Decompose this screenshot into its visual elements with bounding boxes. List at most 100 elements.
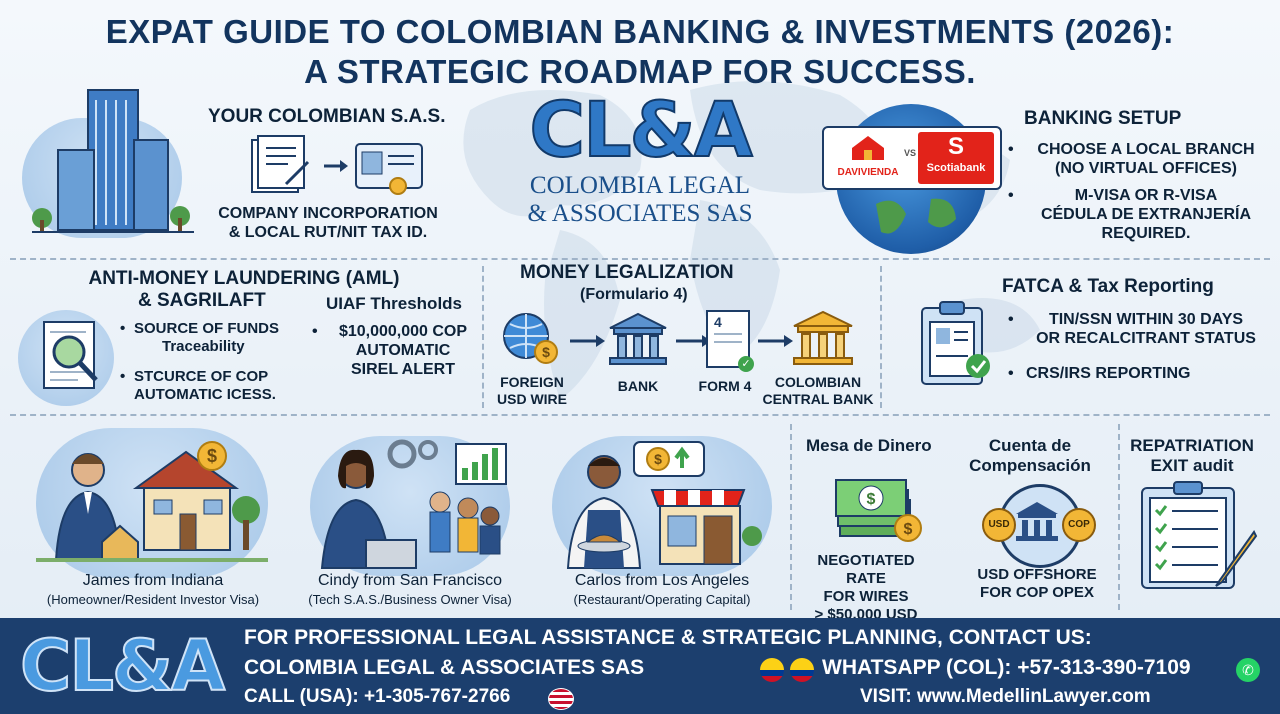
office-building-icon: [32, 89, 194, 233]
svg-text:$: $: [542, 344, 550, 360]
step-1-label: FOREIGN USD WIRE: [492, 374, 572, 408]
bank2-name: Scotiabank: [926, 162, 986, 174]
usd-coin-icon: USD: [982, 508, 1016, 542]
uiaf-bullets: $10,000,000 COP AUTOMATIC SIREL ALERT: [310, 322, 480, 379]
svg-text:$: $: [904, 521, 913, 538]
banking-bullet-2-line-2: CÉDULA DE EXTRANJERÍA: [1040, 206, 1252, 223]
logo-name-line-1: COLOMBIA LEGAL: [529, 172, 751, 199]
persona-james-name: James from Indiana: [82, 572, 224, 589]
sas-line-1: COMPANY INCORPORATION: [218, 205, 438, 222]
uiaf-line-1: $10,000,000 COP: [338, 323, 468, 340]
usa-flag-icon: [548, 688, 574, 710]
aml-bullet-2-line-2: AUTOMATIC ICESS.: [134, 386, 276, 403]
uiaf-heading: UIAF Thresholds: [326, 294, 463, 313]
repatriation-heading: REPATRIATION EXIT audit: [1122, 436, 1262, 476]
fatca-bullet-1-line-2: OR RECALCITRANT STATUS: [1036, 330, 1256, 347]
banking-bullet-1-line-1: CHOOSE A LOCAL BRANCH: [1037, 141, 1255, 158]
divider-row-1: [10, 258, 1270, 260]
colombia-flag-icon: [790, 658, 814, 682]
fatca-heading: FATCA & Tax Reporting: [1002, 276, 1214, 297]
footer-contact-bar: CL&A FOR PROFESSIONAL LEGAL ASSISTANCE &…: [0, 618, 1280, 714]
persona-carlos-name: Carlos from Los Angeles: [574, 572, 750, 589]
form-4-icon-number: 4: [714, 314, 722, 330]
compensacion-heading-line-1: Cuenta de: [988, 436, 1072, 455]
house-icon: [852, 136, 884, 160]
svg-text:$: $: [654, 451, 662, 467]
compensacion-line-1: USD OFFSHORE: [977, 566, 1097, 583]
banking-heading: BANKING SETUP: [1024, 108, 1182, 129]
aml-bullet-1-line-2: Traceability: [162, 338, 245, 355]
uiaf-line-2: AUTOMATIC: [355, 342, 451, 359]
mesa-line-2: FOR WIRES: [823, 588, 909, 605]
compensacion-description: USD OFFSHORE FOR COP OPEX: [962, 566, 1112, 602]
footer-call-usa[interactable]: CALL (USA): +1-305-767-2766: [244, 686, 511, 707]
svg-text:$: $: [867, 491, 876, 508]
step-3-label: FORM 4: [698, 378, 752, 394]
footer-whatsapp[interactable]: WHATSAPP (COL): +57-313-390-7109: [822, 656, 1191, 679]
step-4-label: COLOMBIAN CENTRAL BANK: [760, 374, 876, 408]
globe-coin-icon: $: [503, 313, 558, 364]
carlos-restaurant-illustration: $: [566, 441, 762, 569]
bank-comparison-card: DAVIVIENDA VS S Scotiabank: [822, 126, 1002, 190]
cindy-tech-illustration: [320, 439, 507, 569]
mesa-description: NEGOTIATED RATE FOR WIRES > $50,000 USD: [796, 552, 936, 624]
aml-heading-line-2: & SAGRILAFT: [138, 290, 266, 311]
bank-building-icon: [609, 312, 667, 365]
mesa-line-1: NEGOTIATED RATE: [817, 552, 915, 587]
title-line-1: EXPAT GUIDE TO COLOMBIAN BANKING & INVES…: [105, 13, 1175, 50]
form-4-icon: 4 ✓: [706, 310, 754, 372]
persona-cindy-name: Cindy from San Francisco: [317, 572, 503, 589]
cash-stack-icon: $ $: [835, 479, 922, 542]
arrow-right-icon: [758, 335, 793, 347]
colombia-flag-icon: [760, 658, 784, 682]
vs-label: VS: [904, 148, 917, 158]
svg-text:$: $: [207, 446, 217, 466]
sas-heading: YOUR COLOMBIAN S.A.S.: [208, 106, 446, 127]
uiaf-line-3: SIREL ALERT: [350, 361, 455, 378]
scotiabank-logo: S Scotiabank: [918, 132, 994, 184]
fatca-bullet-1: TIN/SSN WITHIN 30 DAYS OR RECALCITRANT ST…: [1006, 310, 1270, 348]
central-bank-icon: [793, 310, 853, 365]
divider-compensacion-repatriation: [1118, 424, 1120, 610]
fatca-bullet-1-line-1: TIN/SSN WITHIN 30 DAYS: [1048, 311, 1244, 328]
step-1-line-1: FOREIGN: [500, 374, 564, 390]
whatsapp-icon: ✆: [1236, 658, 1260, 682]
uiaf-bullet-1: $10,000,000 COP AUTOMATIC SIREL ALERT: [310, 322, 480, 379]
persona-carlos-desc: (Restaurant/Operating Capital): [573, 592, 751, 607]
fatca-bullet-2: CRS/IRS REPORTING: [1006, 364, 1270, 383]
footer-company-name: COLOMBIA LEGAL & ASSOCIATES SAS: [244, 656, 645, 679]
globe-continents: [876, 198, 956, 234]
compensacion-line-2: FOR COP OPEX: [980, 584, 1094, 601]
sas-line-2: & LOCAL RUT/NIT TAX ID.: [228, 224, 428, 241]
sas-description: COMPANY INCORPORATION & LOCAL RUT/NIT TA…: [196, 204, 460, 242]
footer-website[interactable]: VISIT: www.MedellinLawyer.com: [860, 686, 1151, 707]
document-to-id-card-icon: [251, 135, 423, 195]
scotiabank-s-icon: S: [947, 133, 964, 160]
divider-aml-legalization: [482, 266, 484, 408]
legalization-heading: MONEY LEGALIZATION: [520, 262, 734, 283]
mesa-heading: Mesa de Dinero: [806, 436, 932, 455]
persona-james-desc: (Homeowner/Resident Investor Visa): [46, 592, 260, 607]
step-4-line-2: CENTRAL BANK: [762, 391, 874, 407]
cop-coin-icon: COP: [1062, 508, 1096, 542]
banking-bullet-1: CHOOSE A LOCAL BRANCH(NO VIRTUAL OFFICES…: [1006, 140, 1270, 178]
step-2-label: BANK: [617, 378, 659, 394]
banking-bullet-2-line-1: M-VISA OR R-VISA: [1074, 187, 1218, 204]
aml-heading-line-1: ANTI-MONEY LAUNDERING (AML): [88, 268, 400, 289]
legalization-subheading: (Formulario 4): [580, 286, 688, 303]
bank-icon: [1016, 502, 1058, 541]
divider-personas-services: [790, 424, 792, 610]
aml-heading: ANTI-MONEY LAUNDERING (AML) & SAGRILAFT: [74, 268, 414, 312]
bank1-name: DAVIVIENDA: [837, 167, 899, 178]
aml-bullet-2-line-1: STCURCE OF COP: [134, 368, 269, 385]
james-homeowner-illustration: $: [36, 441, 268, 562]
davivienda-logo: DAVIVIENDA: [828, 132, 908, 184]
footer-line-1: FOR PROFESSIONAL LEGAL ASSISTANCE & STRA…: [244, 626, 1092, 649]
repatriation-heading-line-2: EXIT audit: [1150, 456, 1234, 475]
logo-mark: CL&A: [528, 85, 753, 174]
audit-checklist-icon: [1141, 481, 1258, 589]
